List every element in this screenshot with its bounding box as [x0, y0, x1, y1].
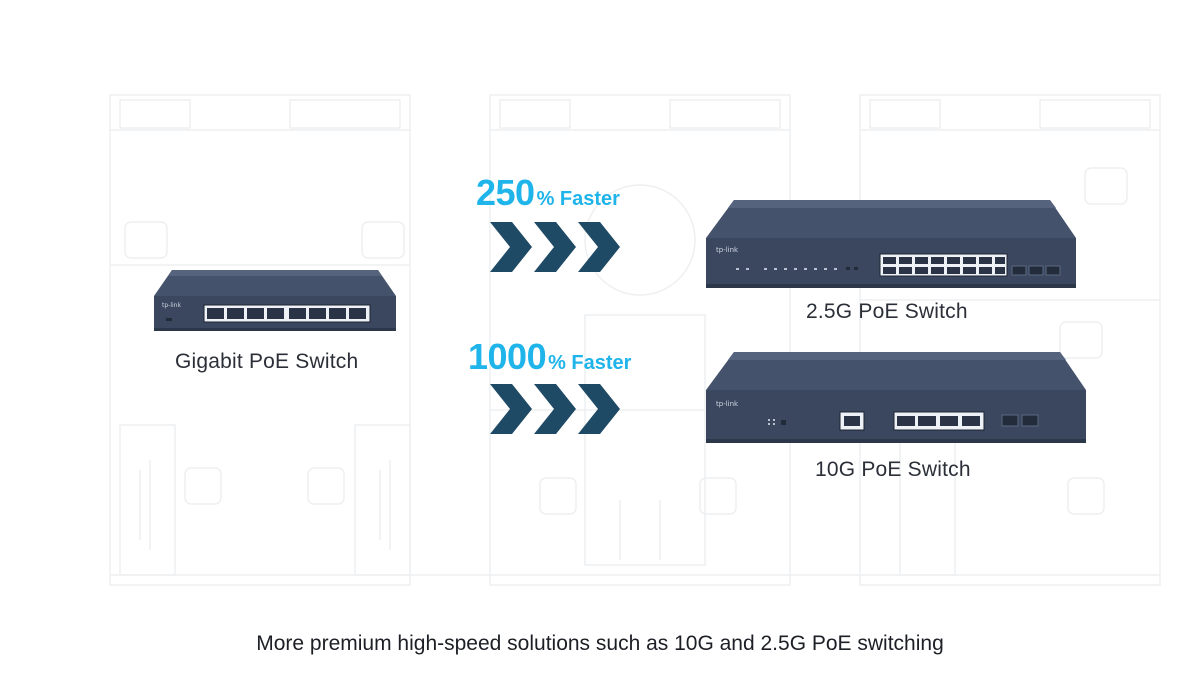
- 2-5g-poe-switch-label: 2.5G PoE Switch: [806, 300, 968, 323]
- speed-label-1000: 1000 % Faster: [468, 336, 631, 378]
- svg-text:tp-link: tp-link: [716, 400, 739, 408]
- speed-label-250: 250 % Faster: [476, 172, 620, 214]
- speed-percent-suffix: % Faster: [548, 352, 632, 374]
- speed-percent-suffix: % Faster: [536, 188, 620, 210]
- svg-text:tp-link: tp-link: [716, 246, 739, 254]
- triple-chevron-arrow-icon: [490, 222, 620, 272]
- svg-text:tp-link: tp-link: [162, 302, 181, 309]
- slide-caption: More premium high-speed solutions such a…: [256, 632, 944, 655]
- triple-chevron-arrow-icon: [490, 384, 620, 434]
- 10g-poe-switch-icon: tp-link: [706, 352, 1086, 443]
- gigabit-poe-switch-icon: tp-link: [154, 270, 396, 331]
- speed-percent-number: 250: [476, 172, 535, 213]
- 2-5g-poe-switch-icon: tp-link: [706, 200, 1076, 288]
- speed-percent-number: 1000: [468, 336, 547, 377]
- 10g-poe-switch-label: 10G PoE Switch: [815, 458, 971, 481]
- gigabit-poe-switch-label: Gigabit PoE Switch: [175, 350, 359, 373]
